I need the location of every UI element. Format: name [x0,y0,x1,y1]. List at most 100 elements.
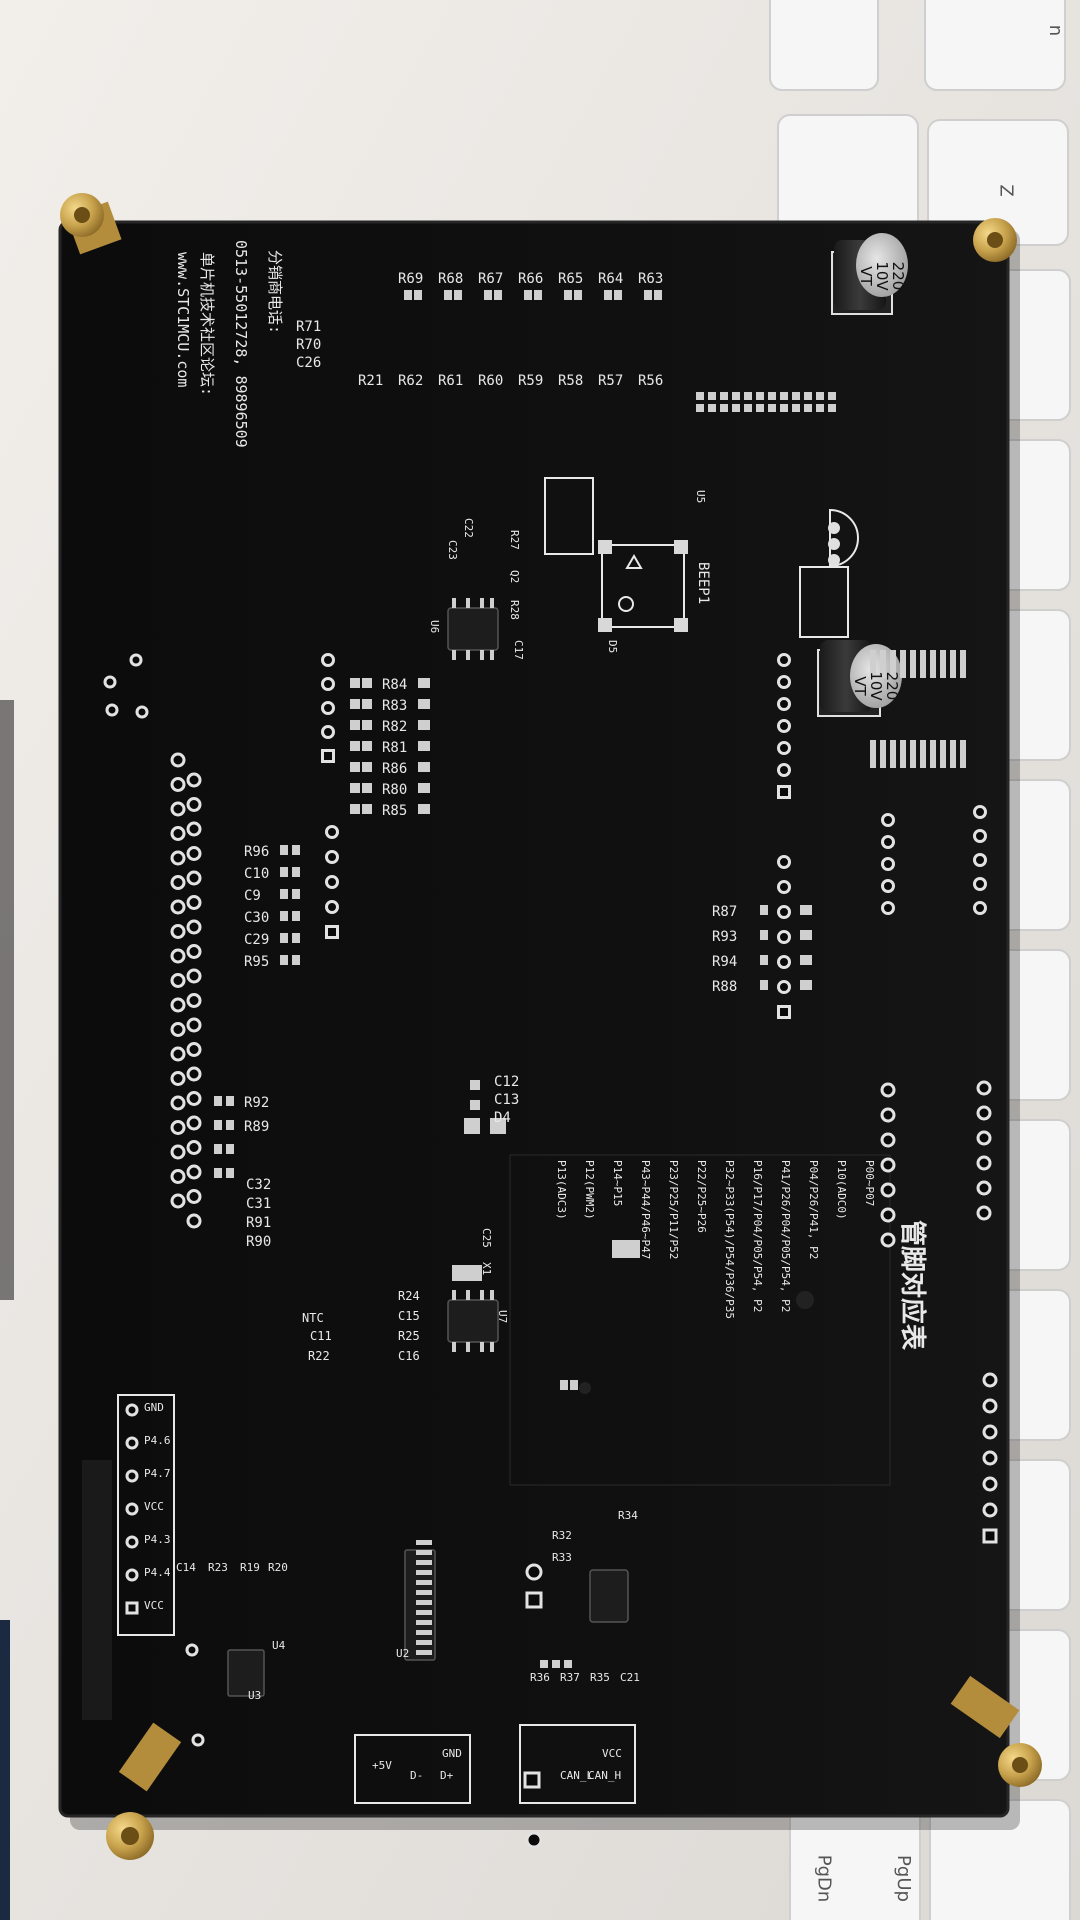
through-hole [777,880,791,894]
smd-pad [816,404,824,412]
smd-pad [792,392,800,400]
through-hole [777,719,791,733]
pin-table-region [509,1154,891,1486]
through-hole [170,1169,186,1184]
through-hole [185,1643,199,1657]
smd-pad [780,404,788,412]
through-hole [125,1568,139,1582]
through-hole [881,857,895,871]
smd-pad [920,650,926,678]
through-hole [880,1107,896,1123]
smd-pad [214,1168,222,1178]
smd-pad [362,678,372,688]
through-hole [170,1022,186,1037]
smd-pad [214,1120,222,1130]
smd-pad [950,740,956,768]
smd-pad [828,392,836,400]
through-hole [325,825,339,839]
smd-pad [890,650,896,678]
smd-pad [804,404,812,412]
smd-pad [574,290,582,300]
standoff-post [950,1675,1020,1739]
smd-pad [960,740,966,768]
through-hole [973,805,987,819]
pcb-board [58,220,1020,1830]
smd-pad [910,740,916,768]
through-hole [129,653,143,667]
through-hole [982,1372,998,1388]
through-hole [777,855,791,869]
smd-pad [540,1660,548,1668]
through-hole [777,980,791,994]
smd-pad [900,650,906,678]
through-hole [325,925,339,939]
smd-pad [940,740,946,768]
through-hole [170,1193,186,1209]
through-hole [982,1502,998,1518]
smd-pad [418,783,430,793]
smd-pad [362,720,372,730]
through-hole [525,1831,543,1849]
through-hole [170,777,186,792]
smd-pad [362,804,372,814]
smd-pad [416,1620,432,1625]
smd-pad [416,1630,432,1635]
through-hole [321,653,335,667]
left-edge-dark [0,1620,10,1920]
smd-pad [800,930,812,940]
smd-pad [604,290,612,300]
through-hole [881,901,895,915]
through-hole [125,1502,139,1516]
smd-pad [292,845,300,855]
smd-pad [760,930,768,940]
usb-connector [354,1734,471,1804]
smd-pad [744,404,752,412]
through-hole [973,901,987,915]
through-hole [880,1157,896,1173]
ic-u7 [447,1299,499,1343]
regulator [227,1649,265,1697]
smd-pad [226,1168,234,1178]
through-hole [321,701,335,715]
smd-pad [644,290,652,300]
smd-pad [900,740,906,768]
through-hole [976,1105,992,1121]
through-hole [170,1095,186,1111]
transistor-t1 [829,508,859,568]
smd-pad [350,804,360,814]
through-hole [777,697,791,711]
smd-pad [930,740,936,768]
smd-pad [804,392,812,400]
through-hole [982,1476,998,1492]
smd-pad [890,740,896,768]
jumper-top [544,477,594,555]
smd-pad [560,1380,568,1390]
electrolytic-capacitor-mid [817,640,902,717]
through-hole [325,850,339,864]
smd-pad [418,804,430,814]
smd-pad [880,740,886,768]
through-hole [321,725,335,739]
through-hole [777,653,791,667]
smd-pad [614,290,622,300]
smd-pad [800,980,812,990]
smd-pad [418,762,430,772]
through-hole [191,1733,205,1747]
ic-pins [452,598,494,1352]
smd-pad [404,290,412,300]
through-hole [170,752,186,768]
smd-pad [490,1118,506,1134]
smd-pad [454,290,462,300]
through-hole [186,968,202,984]
smd-pad [696,392,704,400]
smd-pad [280,845,288,855]
smd-pad [214,1144,222,1154]
smd-pad [416,1590,432,1595]
board-body [60,222,1008,1816]
smd-pad [732,392,740,400]
left-shadow [0,700,14,1300]
through-hole [170,1046,186,1062]
through-hole [325,900,339,914]
through-hole [321,677,335,691]
smd-pad [494,290,502,300]
